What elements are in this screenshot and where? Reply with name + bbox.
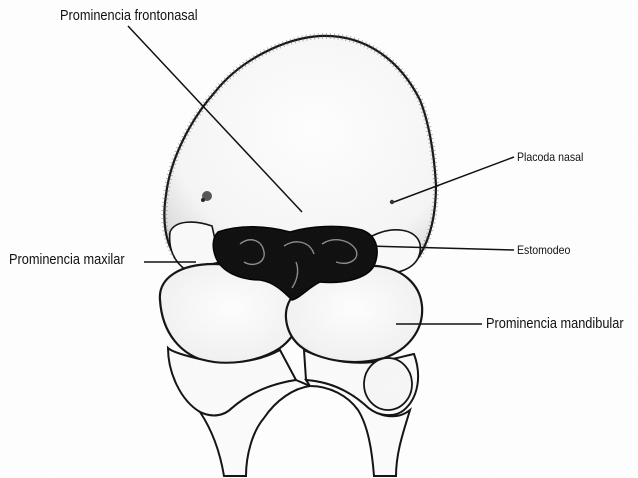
label-maxillary-prominence: Prominencia maxilar — [9, 253, 125, 268]
label-stomodeum: Estomodeo — [517, 244, 570, 256]
label-mandibular-prominence: Prominencia mandibular — [486, 317, 624, 332]
label-nasal-placode: Placoda nasal — [517, 151, 583, 163]
label-frontonasal-prominence: Prominencia frontonasal — [60, 9, 198, 24]
